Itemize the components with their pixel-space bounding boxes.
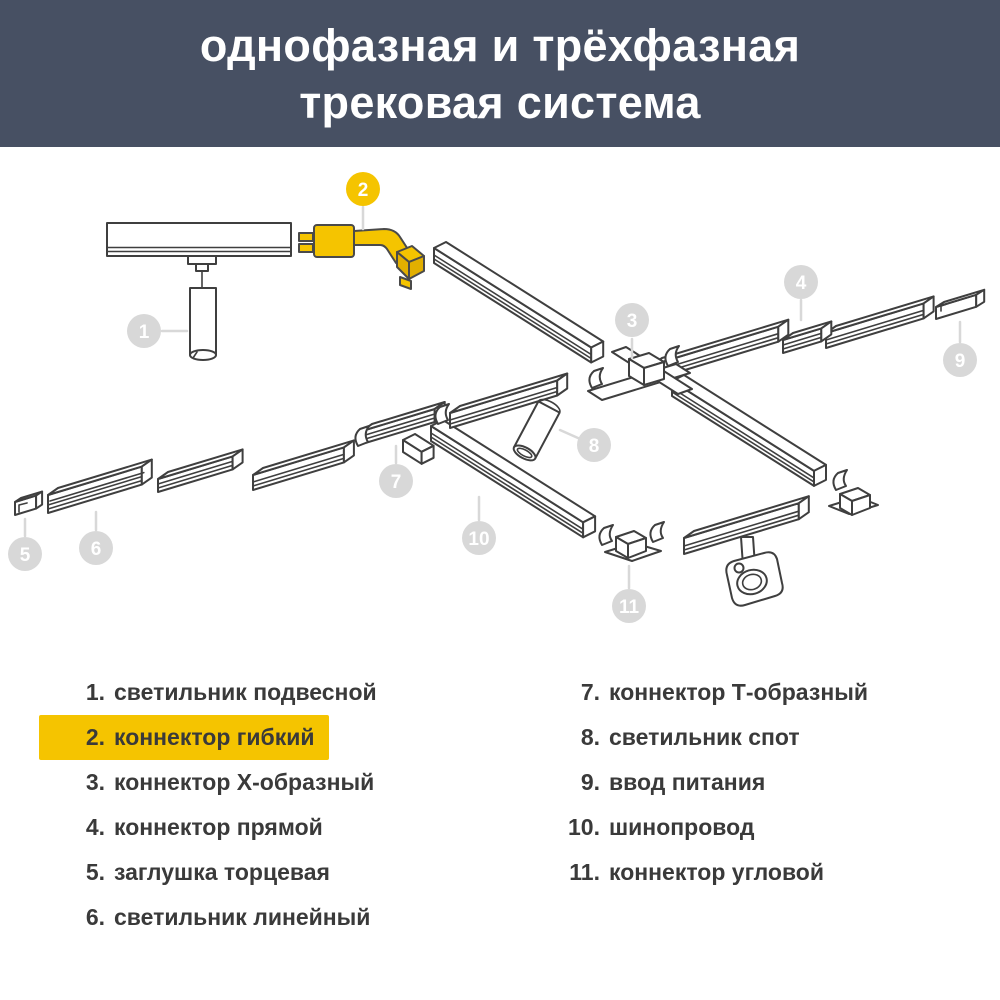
pendant-light [106,222,292,361]
legend-item-7: 7. коннектор Т-образный [580,679,868,705]
svg-text:1: 1 [139,322,150,343]
track-spot-head [725,536,784,607]
svg-text:10: 10 [468,529,489,550]
legend-item-11: 11. коннектор угловой [569,859,824,885]
svg-text:8: 8 [589,436,600,457]
svg-text:7: 7 [391,472,402,493]
x-connector [587,345,693,401]
badge-8: 8 [577,428,611,462]
svg-text:9: 9 [955,351,966,372]
end-cap-detail [18,502,28,513]
flexible-connector [298,224,425,290]
badge-4: 4 [784,265,818,299]
svg-text:6: 6 [91,539,102,560]
leader-lines [23,205,962,590]
title-line-2: трековая система [299,76,701,128]
legend-item-4: 4. коннектор прямой [85,814,323,840]
title-line-1: однофазная и трёхфазная [199,19,801,71]
svg-text:3: 3 [627,311,638,332]
badge-10: 10 [462,521,496,555]
svg-text:5: 5 [20,545,31,566]
corner-connector-right [828,469,879,516]
power-feed-detail [940,303,948,312]
badge-11: 11 [612,589,646,623]
corner-connector [598,521,665,562]
legend-item-9: 9. ввод питания [580,769,766,795]
legend-item-8: 8. светильник спот [580,724,800,750]
badge-2-highlighted: 2 [346,172,380,206]
legend-item-6: 6. светильник линейный [85,904,371,930]
header-banner: однофазная и трёхфазная трековая система [0,0,1000,147]
track-rails [14,241,986,555]
t-connector-wings [354,403,450,447]
badge-5: 5 [8,537,42,571]
legend-item-5: 5. заглушка торцевая [85,859,330,885]
legend-item-2-highlighted: 2. коннектор гибкий [39,715,329,760]
spot-light [512,398,561,462]
svg-text:11: 11 [619,597,640,618]
svg-text:4: 4 [796,273,807,294]
badge-3: 3 [615,303,649,337]
badge-1: 1 [127,314,161,348]
badge-7: 7 [379,464,413,498]
legend-column-right: 7. коннектор Т-образный 8. светильник сп… [534,670,882,895]
callout-badges: 1 2 3 4 5 6 7 8 9 [8,172,977,623]
diagram-parts [18,222,948,607]
legend-item-10: 10. шинопровод [568,814,755,840]
badge-9: 9 [943,343,977,377]
legend-item-1: 1. светильник подвесной [85,679,377,705]
legend-item-3: 3. коннектор Х-образный [85,769,375,795]
legend-column-left: 1. светильник подвесной 2. коннектор гиб… [39,670,391,940]
svg-text:2: 2 [358,180,369,201]
badge-6: 6 [79,531,113,565]
